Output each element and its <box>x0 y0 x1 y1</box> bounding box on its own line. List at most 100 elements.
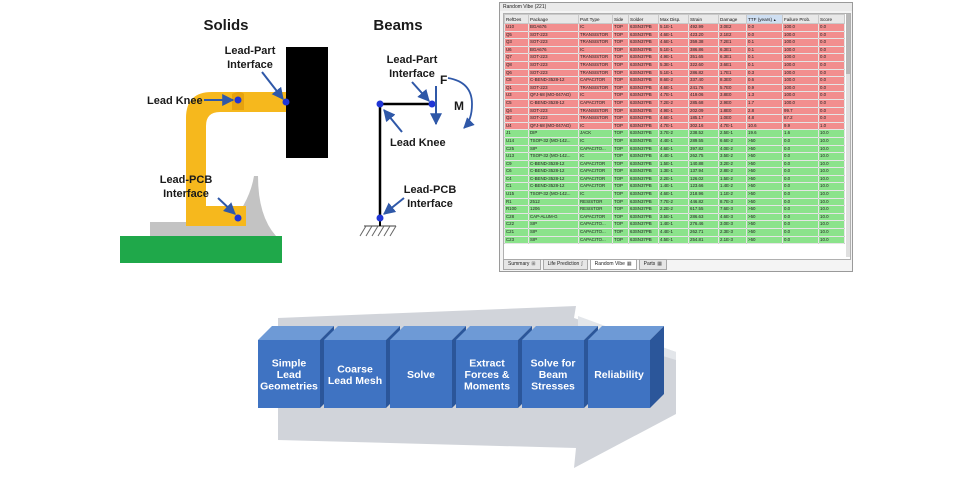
table-cell: TOP <box>612 23 629 32</box>
table-cell: 10.0 <box>818 182 845 192</box>
table-cell: 302.16 <box>688 121 719 131</box>
table-cell: 492.99 <box>688 23 719 32</box>
table-cell: 286.82 <box>688 68 719 78</box>
column-header-side[interactable]: Side <box>612 14 629 24</box>
table-cell: CAPACITO... <box>578 228 613 237</box>
table-cell: 6.6E-2 <box>718 136 747 146</box>
tab-summary[interactable]: Summary⊞ <box>503 259 541 270</box>
table-cell: 63SN37PB <box>628 190 659 199</box>
column-header-ttf-years[interactable]: TTF (years) ▲ <box>746 14 783 24</box>
tab-parts[interactable]: Parts▦ <box>638 259 668 270</box>
column-header-max-disp[interactable]: Max Disp. <box>658 14 689 24</box>
table-cell: TOP <box>612 136 629 146</box>
table-cell: 126.02 <box>688 174 719 184</box>
table-cell: CAPACITOR <box>578 182 613 192</box>
process-step-3: Solve <box>390 326 466 408</box>
table-cell: 2.5E-1 <box>718 129 747 138</box>
column-header-solder[interactable]: Solder <box>628 14 659 24</box>
table-cell: 3.0E-3 <box>718 220 747 230</box>
beams-label-lead-part-2: Interface <box>389 68 435 80</box>
tab-random-vibe[interactable]: Random Vibe▦ <box>589 259 637 270</box>
table-title: Random Vibe (221) <box>500 3 852 11</box>
column-header-refdes[interactable]: RefDes <box>504 14 529 24</box>
table-cell: 1.1E-2 <box>718 190 747 199</box>
process-step-label: Solve for <box>531 358 576 370</box>
table-cell: 0.0 <box>782 159 819 169</box>
table-cell: TRANSISTOR <box>578 83 613 93</box>
table-cell: SOT-223 <box>528 68 579 78</box>
table-cell: 286.63 <box>688 212 719 222</box>
table-cell: 0.0 <box>746 23 783 32</box>
scrollbar-thumb[interactable] <box>846 14 850 74</box>
table-cell: IC <box>578 91 613 100</box>
table-cell: SOT-223 <box>528 53 579 62</box>
table-cell: CAPACITO... <box>578 144 613 154</box>
table-cell: 0.0 <box>818 114 845 123</box>
table-cell: 241.76 <box>688 83 719 93</box>
table-cell: 10.0 <box>818 174 845 184</box>
column-header-strain[interactable]: Strain <box>688 14 719 24</box>
process-step-top-face <box>588 326 664 340</box>
table-cell: 0.0 <box>818 68 845 78</box>
table-cell: >50 <box>746 235 783 245</box>
tab-life-prediction[interactable]: Life Prediction∫ <box>542 259 588 270</box>
column-header-failure-prob[interactable]: Failure Prob. <box>782 14 819 24</box>
process-step-front-face <box>324 340 386 408</box>
sort-ascending-icon: ▲ <box>772 17 777 22</box>
table-cell: IC <box>578 121 613 131</box>
table-cell: 0.1 <box>746 60 783 70</box>
table-scrollbar[interactable] <box>846 14 850 257</box>
table-cell: 63SN37PB <box>628 76 659 85</box>
solids-label-lead-pcb-2: Interface <box>163 188 209 200</box>
solids-label-lead-knee: Lead Knee <box>147 95 203 107</box>
table-cell: C23 <box>504 235 529 245</box>
column-header-package[interactable]: Package <box>528 14 579 24</box>
table-cell: IC <box>578 190 613 199</box>
column-header-damage[interactable]: Damage <box>718 14 747 24</box>
table-cell: IC <box>578 136 613 146</box>
column-header-score[interactable]: Score <box>818 14 845 24</box>
table-cell: CAPACITOR <box>578 212 613 222</box>
table-cell: 2.2E-1 <box>658 174 689 184</box>
table-cell: 63SN37PB <box>628 68 659 78</box>
column-header-part-type[interactable]: Part Type <box>578 14 613 24</box>
table-cell: 4.6E-1 <box>658 190 689 199</box>
table-cell: 0.0 <box>782 220 819 230</box>
table-cell: C22 <box>504 220 529 230</box>
table-cell: 1206 <box>528 205 579 214</box>
table-cell: TOP <box>612 182 629 192</box>
table-cell: 63SN37PB <box>628 197 659 207</box>
